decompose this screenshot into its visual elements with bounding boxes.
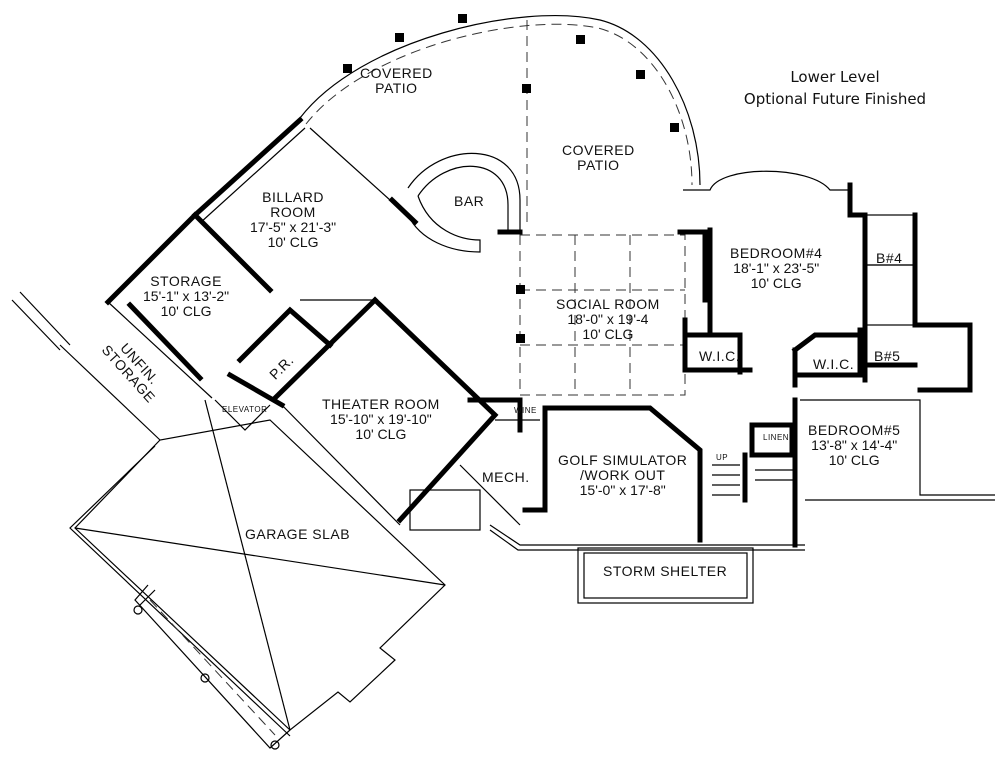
room-label-bar: BAR <box>454 193 485 209</box>
garage-slab-outline <box>69 399 446 750</box>
room-label-mech: MECH. <box>482 469 530 485</box>
room-label-golf-simulator: GOLF SIMULATOR /WORK OUT 15'-0" x 17'-8" <box>558 452 688 498</box>
plan-title-line1: Lower Level <box>790 68 880 86</box>
plan-title-line2: Optional Future Finished <box>743 90 927 108</box>
room-label-covered-patio-2: COVERED PATIO <box>562 142 635 173</box>
room-label-theater-room: THEATER ROOM 15'-10" x 19'-10" 10' CLG <box>322 396 440 442</box>
room-label-social-room: SOCIAL ROOM 18'-0" x 19'-4 10' CLG <box>556 296 660 342</box>
room-label-covered-patio-1: COVERED PATIO <box>360 65 433 96</box>
room-label-wic-2: W.I.C. <box>813 356 855 372</box>
room-label-storage: STORAGE 15'-1" x 13'-2" 10' CLG <box>143 273 230 319</box>
center-south-walls <box>409 397 703 543</box>
social-room-outline <box>497 229 753 396</box>
plan-title: Lower Level Optional Future Finished <box>730 66 940 110</box>
room-label-bedroom-4: BEDROOM#4 18'-1" x 23'-5" 10' CLG <box>730 245 823 291</box>
room-label-wic-1: W.I.C. <box>699 348 741 364</box>
room-label-garage-slab: GARAGE SLAB <box>245 526 351 542</box>
room-label-bath-5: B#5 <box>874 348 901 364</box>
room-label-stairs-up: UP <box>716 453 729 462</box>
bedroom-4-walls <box>683 170 973 393</box>
closets-walls <box>682 332 918 388</box>
bedroom-5-walls <box>800 399 995 501</box>
west-wing-walls <box>11 116 411 441</box>
room-label-billard-room: BILLARD ROOM 17'-5" x 21'-3" 10' CLG <box>250 189 337 250</box>
room-label-bedroom-5: BEDROOM#5 13'-8" x 14'-4" 10' CLG <box>808 422 901 468</box>
room-label-elevator: ELEVATOR <box>222 405 268 414</box>
theater-room-walls <box>214 296 499 526</box>
south-exterior <box>489 524 805 604</box>
room-label-wine: WINE <box>514 406 537 415</box>
stairs <box>712 397 798 548</box>
covered-patio-outline <box>299 14 701 228</box>
room-label-linen: LINEN <box>763 433 790 442</box>
room-label-storm-shelter: STORM SHELTER <box>603 563 728 579</box>
room-label-bath-4: B#4 <box>876 250 903 266</box>
bar-counter <box>388 152 521 253</box>
